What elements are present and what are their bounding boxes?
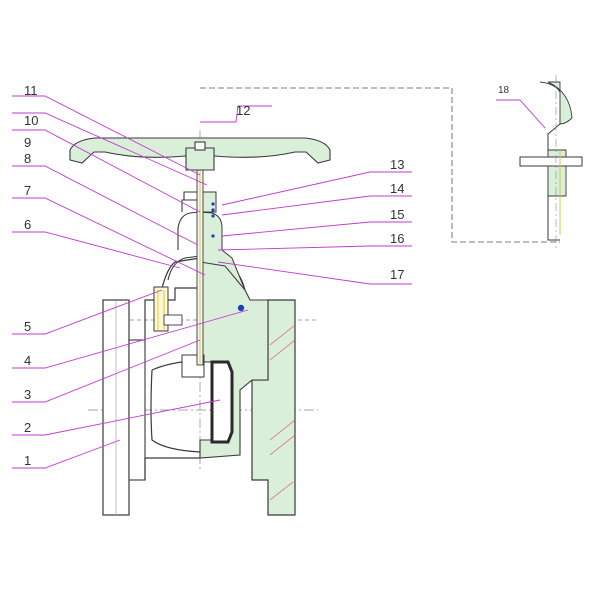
leader-4	[12, 309, 249, 369]
callout-3: 3	[24, 387, 32, 402]
callout-7: 7	[24, 183, 32, 198]
leader-14	[221, 195, 412, 216]
leader-8	[12, 165, 199, 246]
handwheel	[69, 137, 331, 171]
callout-18: 18	[498, 85, 510, 96]
callout-13: 13	[390, 157, 405, 172]
leader-7	[12, 197, 206, 276]
left-flange	[102, 299, 146, 516]
leader-17	[217, 261, 412, 285]
callout-4: 4	[24, 353, 32, 368]
callout-9: 9	[24, 135, 32, 150]
callout-11: 11	[24, 83, 38, 98]
leader-12	[200, 105, 272, 123]
leader-11	[12, 95, 201, 176]
callout-10: 10	[24, 113, 39, 128]
leader-18	[496, 99, 546, 129]
bonnet-left	[167, 191, 201, 281]
leader-lines	[12, 95, 546, 469]
leader-1	[12, 439, 121, 469]
callout-5: 5	[24, 319, 32, 334]
valve-body-right-section	[199, 191, 296, 516]
callout-17: 17	[390, 267, 405, 282]
wedge	[181, 354, 234, 444]
callout-16: 16	[390, 231, 405, 246]
detail-18-view	[519, 75, 583, 250]
bonnet-bolt	[153, 286, 183, 332]
leader-2	[12, 399, 221, 436]
callout-6: 6	[24, 217, 32, 232]
callout-2: 2	[24, 420, 32, 435]
leader-13	[221, 171, 412, 206]
callout-14: 14	[390, 181, 405, 196]
detail-frame	[200, 87, 560, 243]
leader-16	[217, 245, 412, 251]
leader-3	[12, 339, 201, 403]
o-ring-seals	[211, 202, 245, 312]
callout-12: 12	[236, 103, 251, 118]
callout-8: 8	[24, 151, 32, 166]
leader-6	[12, 231, 181, 269]
leader-15	[221, 221, 412, 237]
callout-1: 1	[24, 453, 32, 468]
leader-10	[12, 112, 208, 186]
leader-9	[12, 129, 201, 213]
leader-5	[12, 289, 163, 335]
callout-15: 15	[390, 207, 405, 222]
